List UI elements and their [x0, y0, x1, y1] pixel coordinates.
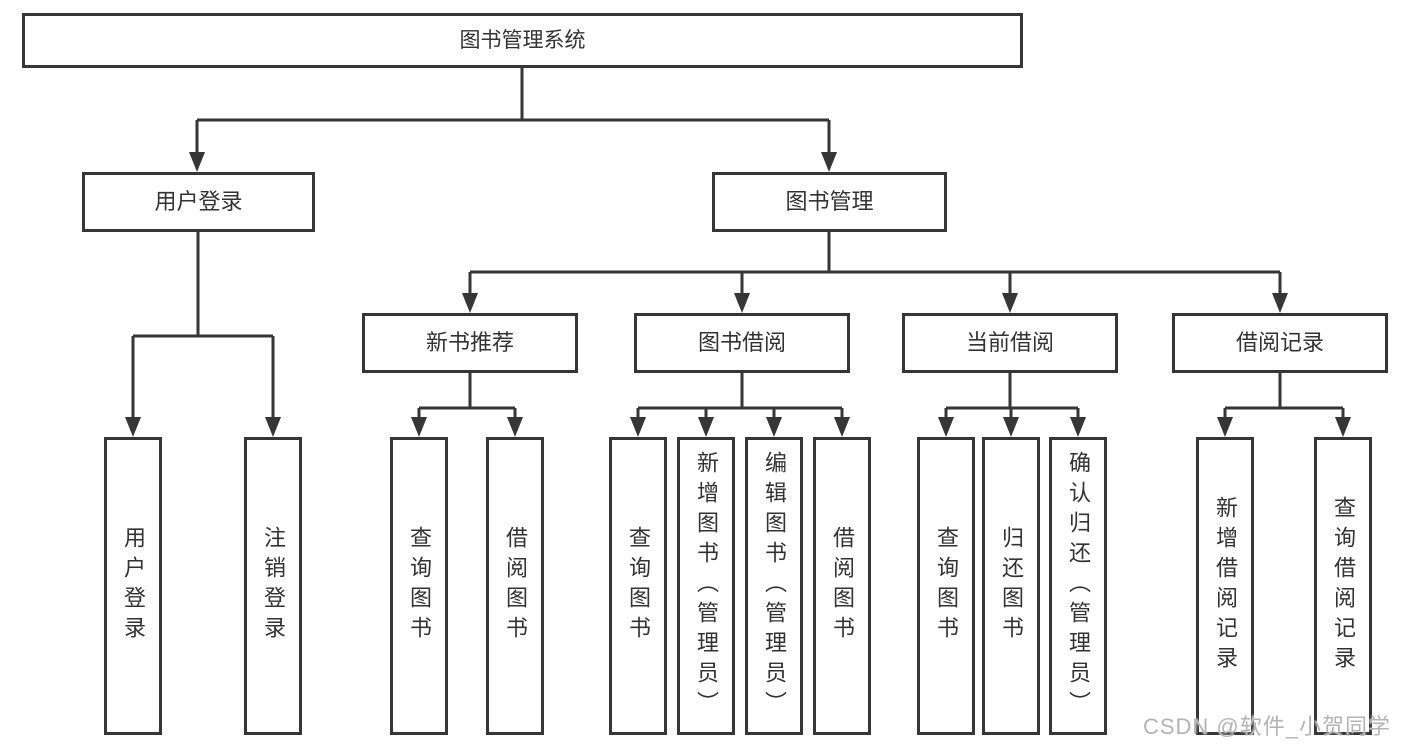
node-label: 注销登录: [261, 526, 286, 646]
node-label: 图书借阅: [697, 330, 786, 355]
arrow-down-icon: [938, 417, 954, 437]
arrow-down-icon: [698, 417, 714, 437]
leaf-query-borrow-record: 查询借阅记录: [1314, 437, 1372, 735]
node-borrowing-records: 借阅记录: [1172, 313, 1388, 373]
arrow-down-icon: [507, 417, 523, 437]
leaf-borrow-books-recommend: 借阅图书: [486, 437, 544, 735]
node-label: 查询图书: [407, 526, 432, 646]
arrow-down-icon: [411, 417, 427, 437]
watermark: CSDN @软件_小贺同学: [1142, 714, 1391, 739]
arrow-down-icon: [189, 152, 205, 172]
node-label: 图书管理: [785, 189, 874, 214]
leaf-return-book: 归还图书: [982, 437, 1040, 735]
arrow-down-icon: [821, 152, 837, 172]
node-label: 查询图书: [934, 526, 959, 646]
node-label: 确认归还（管理员）: [1066, 451, 1091, 721]
node-label: 查询借阅记录: [1331, 496, 1356, 676]
node-label: 图书管理系统: [459, 29, 586, 52]
arrow-down-icon: [462, 293, 478, 313]
node-user-login: 用户登录: [82, 172, 315, 232]
arrow-down-icon: [265, 417, 281, 437]
node-book-management-system: 图书管理系统: [22, 13, 1023, 68]
leaf-edit-book-admin: 编辑图书（管理员）: [745, 437, 803, 735]
node-label: 借阅记录: [1235, 330, 1324, 355]
node-label: 新增图书（管理员）: [694, 451, 719, 721]
leaf-query-books-current: 查询图书: [917, 437, 975, 735]
leaf-borrow-books: 借阅图书: [813, 437, 871, 735]
node-label: 编辑图书（管理员）: [762, 451, 787, 721]
node-label: 用户登录: [154, 189, 243, 214]
arrow-down-icon: [734, 293, 750, 313]
node-label: 查询图书: [626, 526, 651, 646]
node-current-borrowing: 当前借阅: [902, 313, 1118, 373]
arrow-down-icon: [1002, 293, 1018, 313]
arrow-down-icon: [834, 417, 850, 437]
node-label: 当前借阅: [965, 330, 1054, 355]
node-label: 归还图书: [999, 526, 1024, 646]
leaf-user-login: 用户登录: [104, 437, 162, 735]
arrow-down-icon: [125, 417, 141, 437]
node-label: 新书推荐: [425, 330, 514, 355]
leaf-add-book-admin: 新增图书（管理员）: [677, 437, 735, 735]
node-book-management: 图书管理: [712, 172, 947, 232]
arrowhead-icons: [125, 152, 1351, 437]
arrow-down-icon: [630, 417, 646, 437]
leaf-confirm-return-admin: 确认归还（管理员）: [1049, 437, 1107, 735]
arrow-down-icon: [766, 417, 782, 437]
leaf-logout: 注销登录: [244, 437, 302, 735]
arrow-down-icon: [1070, 417, 1086, 437]
arrow-down-icon: [1003, 417, 1019, 437]
node-book-borrowing: 图书借阅: [634, 313, 850, 373]
arrow-down-icon: [1272, 293, 1288, 313]
tree-edges: [131, 68, 1345, 421]
arrow-down-icon: [1335, 417, 1351, 437]
node-label: 用户登录: [121, 526, 146, 646]
leaf-query-books-borrow: 查询图书: [609, 437, 667, 735]
leaf-add-borrow-record: 新增借阅记录: [1196, 437, 1254, 735]
node-label: 借阅图书: [830, 526, 855, 646]
node-label: 新增借阅记录: [1213, 496, 1238, 676]
node-new-book-recommendation: 新书推荐: [362, 313, 578, 373]
arrow-down-icon: [1217, 417, 1233, 437]
leaf-query-books-recommend: 查询图书: [390, 437, 448, 735]
node-label: 借阅图书: [503, 526, 528, 646]
